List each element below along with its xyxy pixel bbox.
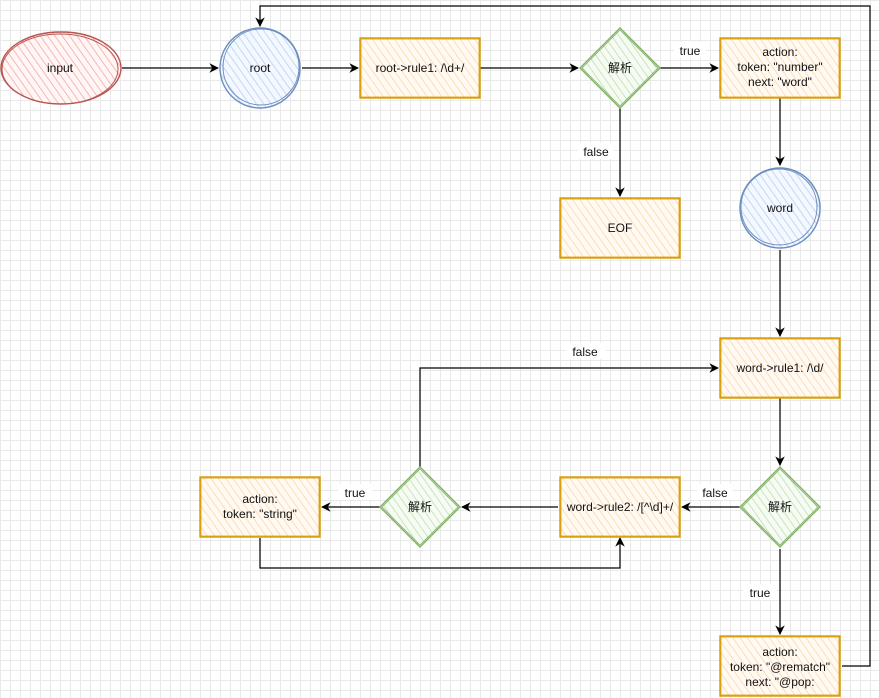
node-eof-label: EOF — [608, 221, 633, 235]
node-action-rematch[interactable]: action: token: "@rematch" next: "@pop: — [719, 635, 841, 697]
node-word-label: word — [766, 201, 793, 215]
node-word-rule2-label: word->rule2: /[^\d]+/ — [566, 500, 674, 514]
node-input[interactable]: input — [0, 31, 122, 105]
node-decision-1[interactable]: 解析 — [579, 27, 661, 109]
node-action-rematch-line-2: token: "@rematch" — [730, 660, 830, 674]
node-decision-3-label: 解析 — [768, 500, 792, 514]
node-root-rule1-label: root->rule1: /\d+/ — [376, 61, 465, 75]
edge-label-d1-false: false — [583, 145, 609, 159]
node-action-string-line-1: action: — [242, 492, 277, 506]
node-action-number-line-2: token: "number" — [737, 60, 822, 74]
node-root[interactable]: root — [219, 27, 301, 109]
edge-label-d2-false: false — [572, 345, 598, 359]
node-word-rule2[interactable]: word->rule2: /[^\d]+/ — [559, 476, 681, 538]
node-decision-2-label: 解析 — [408, 500, 432, 514]
node-word[interactable]: word — [739, 167, 821, 249]
node-root-rule1[interactable]: root->rule1: /\d+/ — [359, 37, 481, 99]
node-action-number-line-1: action: — [762, 45, 797, 59]
node-decision-1-label: 解析 — [608, 61, 632, 75]
node-action-string-line-2: token: "string" — [223, 507, 297, 521]
edge-label-d2-true: true — [345, 486, 366, 500]
node-root-label: root — [250, 61, 271, 75]
edge-decision2-word-rule1 — [419, 363, 719, 467]
node-eof[interactable]: EOF — [559, 197, 681, 259]
node-word-rule1-label: word->rule1: /\d/ — [735, 361, 824, 375]
edge-action-rematch-root — [255, 5, 871, 667]
edge-label-d3-true: true — [750, 586, 771, 600]
node-action-string[interactable]: action: token: "string" — [199, 476, 321, 538]
edge-action-string-word-rule2 — [259, 537, 625, 569]
node-decision-2[interactable]: 解析 — [379, 466, 461, 548]
edge-label-d1-true: true — [680, 44, 701, 58]
node-decision-3[interactable]: 解析 — [739, 466, 821, 548]
node-input-label: input — [47, 61, 74, 75]
node-action-number[interactable]: action: token: "number" next: "word" — [719, 37, 841, 99]
edge-label-d3-false: false — [702, 486, 728, 500]
node-word-rule1[interactable]: word->rule1: /\d/ — [719, 337, 841, 399]
node-action-rematch-line-3: next: "@pop: — [745, 675, 814, 689]
node-action-number-line-3: next: "word" — [748, 75, 812, 89]
node-action-rematch-line-1: action: — [762, 645, 797, 659]
